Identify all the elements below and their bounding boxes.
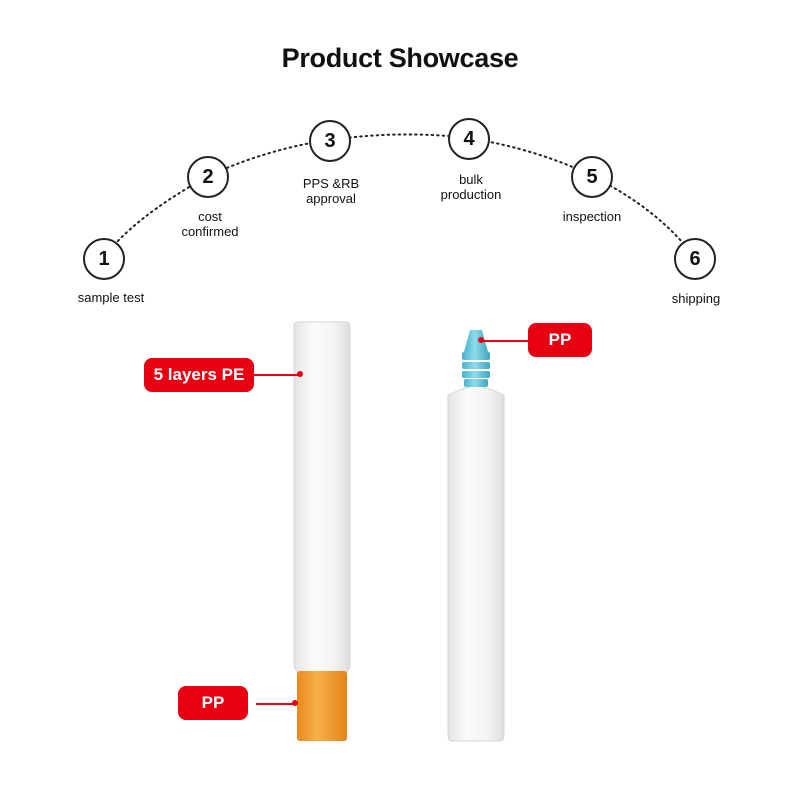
body-leader-dot (297, 371, 303, 377)
step-5-label: inspection (562, 209, 622, 224)
step-1-circle: 1 (83, 238, 125, 280)
nozzle-leader-line (482, 340, 528, 342)
step-6-label: shipping (671, 291, 721, 306)
body-material-tag: 5 layers PE (144, 358, 254, 392)
nozzle-leader-dot (478, 337, 484, 343)
cap-material-tag: PP (178, 686, 248, 720)
left-tube (293, 321, 351, 741)
right-tube-body (447, 385, 505, 742)
step-5-circle: 5 (571, 156, 613, 198)
step-4-circle: 4 (448, 118, 490, 160)
cap-leader-dot (292, 700, 298, 706)
left-tube-body (293, 321, 351, 673)
step-3-circle: 3 (309, 120, 351, 162)
step-3-label: PPS &RB approval (302, 176, 360, 206)
page-title: Product Showcase (281, 43, 519, 73)
cap-leader-line (256, 703, 296, 705)
step-4-label: bulk production (440, 172, 502, 202)
step-6-circle: 6 (674, 238, 716, 280)
body-leader-line (254, 374, 300, 376)
right-tube (447, 330, 505, 742)
step-2-circle: 2 (187, 156, 229, 198)
right-tube-nozzle (462, 330, 490, 387)
nozzle-material-tag: PP (528, 323, 592, 357)
left-tube-cap (297, 671, 347, 741)
step-1-label: sample test (77, 290, 145, 305)
step-2-label: cost confirmed (181, 209, 239, 239)
